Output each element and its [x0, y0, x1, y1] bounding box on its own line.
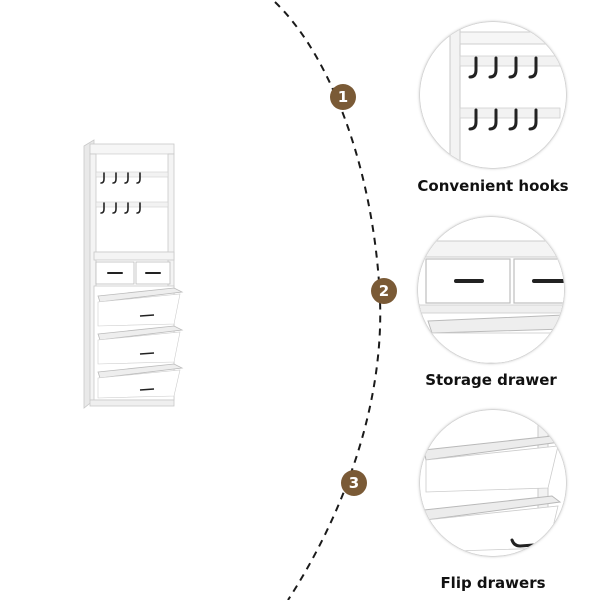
hooks-detail-image [420, 22, 566, 168]
feature-marker-2: 2 [371, 278, 397, 304]
drawer-caption: Storage drawer [425, 371, 557, 389]
hooks-caption: Convenient hooks [417, 177, 569, 195]
feature-marker-3: 3 [341, 470, 367, 496]
feature-marker-1: 1 [330, 84, 356, 110]
flip-drawers-caption: Flip drawers [440, 574, 546, 592]
drawer-detail-image [418, 217, 564, 363]
shoe-cabinet-illustration [83, 139, 184, 409]
flip-drawers-detail-image [420, 410, 566, 556]
